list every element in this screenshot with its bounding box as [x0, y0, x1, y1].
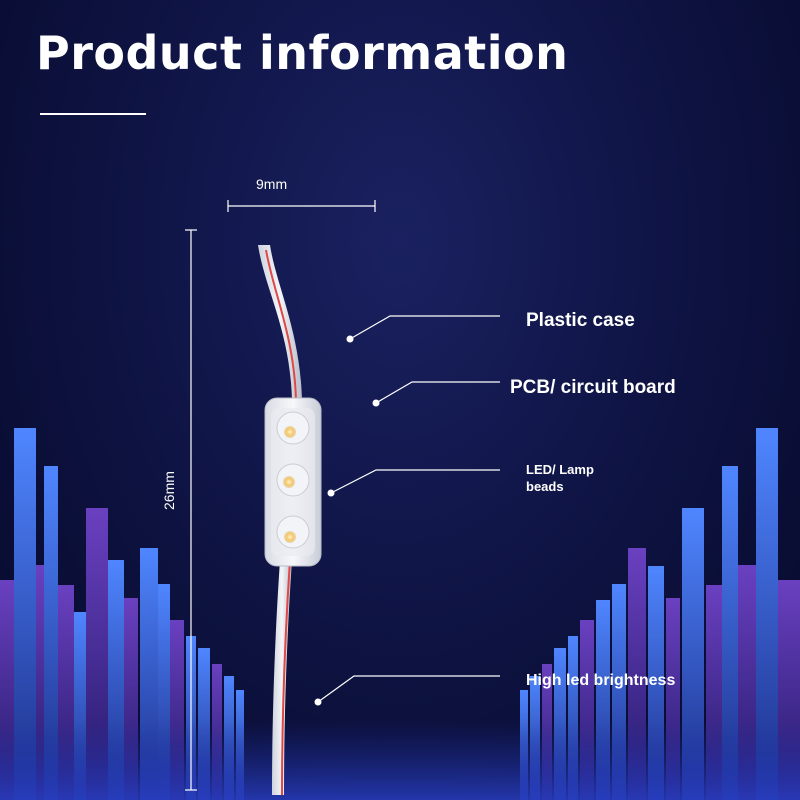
callout-leaders [314, 315, 500, 706]
label-led-line2: beads [526, 479, 564, 494]
page-title: Product information [36, 26, 569, 80]
label-plastic-case: Plastic case [526, 310, 635, 331]
upper-wire-red-stripe [265, 249, 297, 401]
led-bead-2 [283, 476, 295, 488]
label-led: LED/ Lamp beads [526, 461, 594, 495]
label-pcb: PCB/ circuit board [510, 377, 676, 398]
length-dimension-label: 26mm [161, 471, 177, 510]
led-bead-3 [284, 531, 296, 543]
glowing-floor [0, 720, 800, 800]
width-dimension-line [227, 200, 376, 212]
leader-plastic-case [349, 315, 500, 340]
width-dimension-label: 9mm [256, 176, 288, 192]
upper-wire [258, 245, 302, 400]
leader-pcb [375, 381, 500, 404]
label-brightness: High led brightness [526, 672, 676, 689]
led-module [258, 245, 322, 796]
title-underline [40, 113, 146, 115]
length-dimension-line [185, 229, 197, 791]
leader-led [330, 469, 500, 494]
leader-brightness [317, 675, 500, 703]
lower-wire-red-stripe [281, 559, 291, 796]
label-led-line1: LED/ Lamp [526, 462, 594, 477]
led-bead-1 [284, 426, 296, 438]
